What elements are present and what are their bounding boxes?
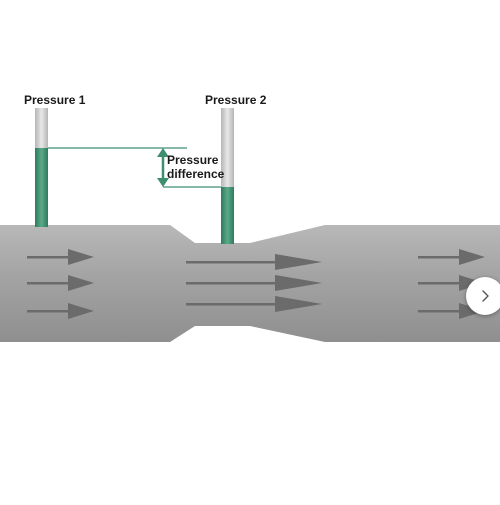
pressure-tube-2-fluid — [221, 187, 234, 244]
pressure-1-label: Pressure 1 — [24, 93, 86, 107]
flow-arrows-outlet — [418, 249, 485, 319]
flow-arrow — [186, 296, 322, 312]
double-headed-arrow-icon — [157, 148, 169, 187]
flow-arrow — [418, 303, 485, 319]
pressure-difference-label-line2: difference — [167, 167, 225, 181]
pressure-2-label: Pressure 2 — [205, 93, 267, 107]
flow-arrow — [186, 275, 322, 291]
flow-arrow — [27, 275, 94, 291]
pressure-tube-1-fluid — [35, 148, 48, 227]
flow-arrow — [418, 249, 485, 265]
flow-arrow — [27, 249, 94, 265]
chevron-right-icon — [482, 290, 489, 302]
flow-arrows-throat — [186, 254, 322, 312]
pressure-difference-label: Pressure difference — [167, 153, 224, 181]
flow-arrow — [27, 303, 94, 319]
flow-arrow — [186, 254, 322, 270]
next-slide-button[interactable] — [466, 277, 500, 315]
flow-arrows-inlet — [27, 249, 94, 319]
pressure-difference-label-line1: Pressure — [167, 153, 219, 167]
